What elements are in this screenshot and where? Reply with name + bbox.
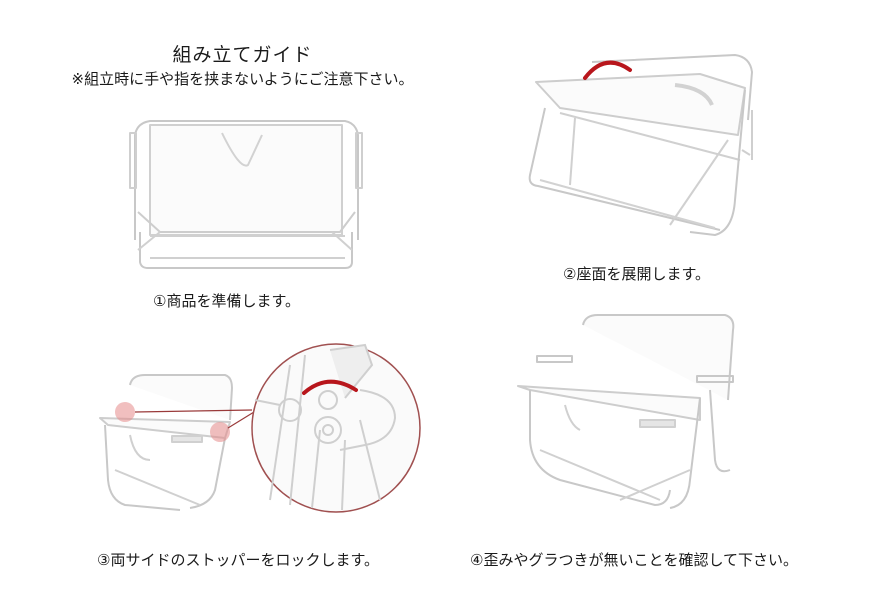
step3-caption: ③両サイドのストッパーをロックします。: [97, 551, 379, 569]
stopper-highlight-right: [210, 422, 230, 442]
guide-title: 組み立てガイド: [172, 44, 313, 66]
step1-caption: ①商品を準備します。: [153, 292, 300, 310]
step4-illustration: [517, 314, 735, 509]
step1-illustration: [129, 120, 363, 269]
step3-illustration: [99, 374, 233, 511]
step2-caption: ②座面を展開します。: [563, 265, 710, 283]
callout-line-left: [134, 409, 253, 413]
step2-illustration: [528, 54, 753, 236]
stopper-highlight-left: [115, 402, 135, 422]
callout-line-right: [227, 411, 255, 429]
unfold-arrow-icon: [583, 60, 632, 80]
stopper-detail-magnifier: [251, 343, 421, 513]
lock-rotate-arrow-icon: [302, 379, 358, 395]
safety-warning: ※組立時に手や指を挟まないようにご注意下さい。: [71, 70, 414, 88]
step4-caption: ④歪みやグラつきが無いことを確認して下さい。: [470, 551, 798, 569]
